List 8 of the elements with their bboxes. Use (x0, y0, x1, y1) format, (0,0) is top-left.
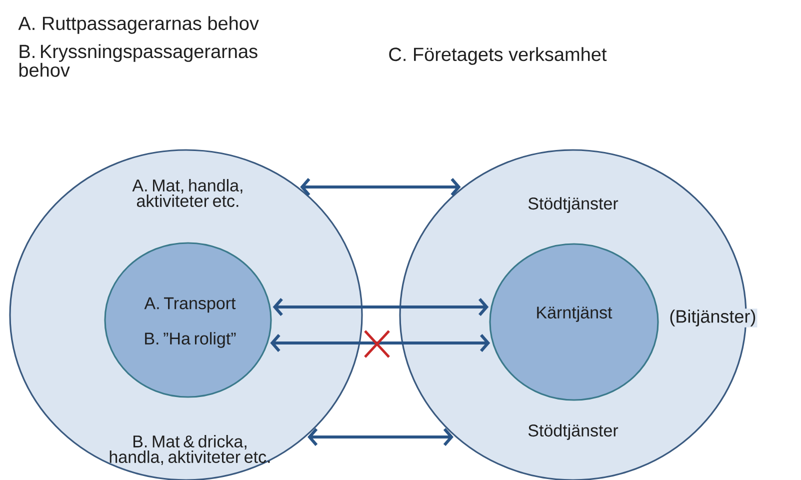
list-item: B. Kryssningspassagerarnas behov (19, 44, 258, 77)
double-arrow (300, 178, 461, 196)
side-label: (Bitjänster) (668, 308, 758, 328)
list-item: A. Ruttpassagerarnas behov (18, 16, 259, 34)
double-arrow (308, 428, 454, 446)
double-arrow (270, 334, 490, 352)
double-arrow (272, 298, 489, 316)
heading: C. Företagets verksamhet (389, 47, 607, 65)
